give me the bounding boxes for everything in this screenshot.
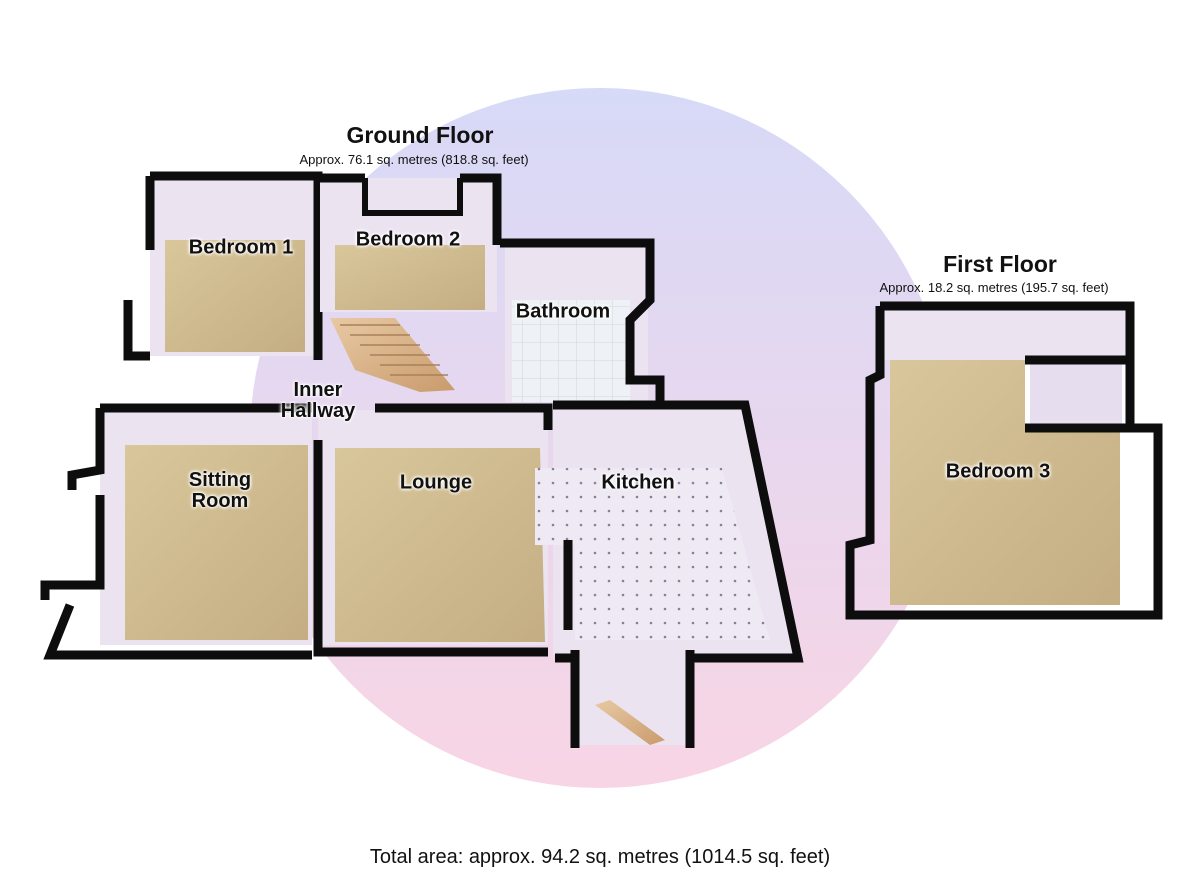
bedroom3-floor: [890, 360, 1120, 605]
sitting-room-walls: [40, 403, 312, 660]
ground-floor-area: Approx. 76.1 sq. metres (818.8 sq. feet): [299, 152, 529, 167]
bedroom3-walls: [845, 301, 1163, 620]
sitting-room-floor: [125, 445, 308, 640]
room-label-bedroom2: Bedroom 2: [355, 228, 461, 251]
room-label-sitting-room: Sitting Room: [188, 469, 252, 512]
room-label-kitchen: Kitchen: [601, 471, 675, 494]
room-label-bedroom3: Bedroom 3: [945, 460, 1051, 483]
bathroom-floor: [512, 300, 630, 402]
kitchen-floor: [535, 468, 770, 640]
bedroom3-cupboard: [1030, 362, 1122, 428]
room-label-inner-hallway: Inner Hallway: [280, 379, 356, 422]
first-floor-rooms: [845, 301, 1163, 620]
porch-floor: [578, 650, 690, 745]
bedroom2-window: [362, 178, 463, 216]
ground-floor-title: Ground Floor: [346, 122, 494, 148]
lounge-walls: [313, 403, 553, 657]
room-label-lounge: Lounge: [399, 471, 473, 494]
porch-door: [595, 700, 665, 745]
room-label-bathroom: Bathroom: [515, 300, 611, 323]
stairs: [330, 318, 455, 392]
bathroom-walls: [500, 238, 665, 402]
first-floor-title: First Floor: [943, 251, 1057, 277]
room-label-bedroom1: Bedroom 1: [188, 236, 294, 259]
first-floor-area: Approx. 18.2 sq. metres (195.7 sq. feet): [879, 280, 1109, 295]
bedroom1-floor: [165, 240, 305, 352]
porch-walls: [570, 650, 695, 748]
lounge-floor: [335, 448, 545, 642]
bedroom3-wall-shade: [882, 308, 1130, 360]
bedroom2-floor: [335, 245, 485, 310]
ground-floor-rooms: [40, 171, 804, 748]
bedroom2-walls: [320, 173, 502, 245]
total-area: Total area: approx. 94.2 sq. metres (101…: [369, 846, 831, 868]
bedroom1-walls: [123, 171, 323, 361]
